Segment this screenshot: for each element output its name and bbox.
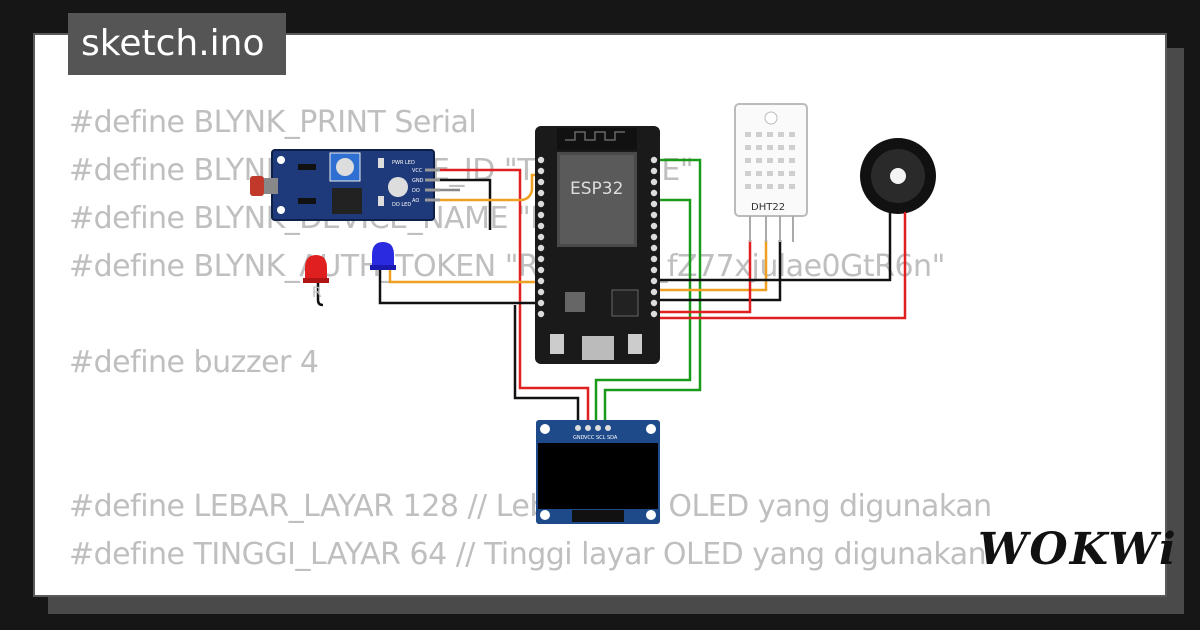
led-label: R [312,285,322,301]
file-tab[interactable]: sketch.ino [68,13,286,75]
blue-led[interactable] [370,242,396,270]
code-line-10: #define TINGGI_LAYAR 64 // Tinggi layar … [69,537,987,572]
oled-pin-label: SDA [607,435,618,441]
dht-label: DHT22 [751,202,785,213]
wokwi-logo: WOKWi [978,524,1178,575]
ldr-pin-label: GND [412,178,424,184]
oled-pin-label: SCL [596,435,606,441]
mcu-label: ESP32 [570,179,623,199]
ldr-led-label: DO LED [392,202,411,208]
esp32-pins-right [650,156,658,318]
esp32-pins-left [537,156,545,318]
oled-pin-label: VCC [584,435,595,441]
dht22-sensor[interactable]: DHT22 [734,103,808,242]
wires [316,158,907,425]
ldr-led-label: PWR LED [392,160,415,166]
code-line-6: #define buzzer 4 [69,345,319,380]
ldr-pin-label: VCC [412,168,423,174]
ldr-pin-label: AO [412,198,419,204]
photoresistor-icon [250,176,264,196]
ldr-sensor-module[interactable]: PWR LED DO LED VCC GND DO AO [250,149,440,221]
code-line-1: #define BLYNK_PRINT Serial [69,105,477,140]
oled-pin-label: GND [573,435,585,441]
buzzer[interactable] [860,138,936,222]
red-led[interactable]: R [303,255,329,301]
esp32-board[interactable]: ESP32 [535,126,660,364]
ldr-pin-label: DO [412,188,420,194]
oled-display[interactable]: GND VCC SCL SDA [536,420,660,524]
